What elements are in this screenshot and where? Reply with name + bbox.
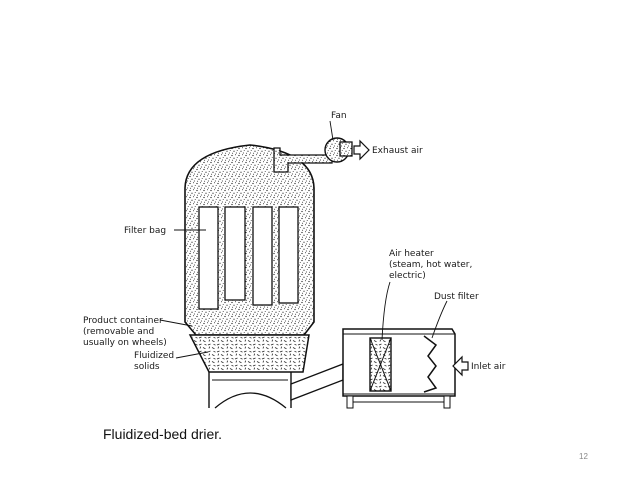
air-heater (369, 337, 392, 392)
base-plenum (208, 372, 292, 409)
exhaust-air-label: Exhaust air (372, 146, 423, 156)
filter-bag-label: Filter bag (124, 226, 166, 236)
filter-bags (198, 206, 299, 310)
exhaust-arrow (353, 139, 370, 161)
air-heater-label: Air heater (389, 249, 434, 259)
figure-caption: Fluidized-bed drier. (103, 426, 223, 442)
exhaust-duct (273, 147, 333, 173)
product-container (188, 334, 310, 373)
page-number: 12 (579, 452, 588, 461)
product-container-label-2: (removable and (83, 327, 154, 337)
fluidized-solids-label-2: solids (134, 362, 160, 372)
air-handling-unit (342, 328, 456, 409)
fan (324, 137, 353, 163)
product-container-label-1: Product container (83, 316, 163, 326)
inlet-arrow (452, 355, 469, 377)
air-heater-detail-1: (steam, hot water, (389, 260, 472, 270)
product-container-label-3: usually on wheels) (83, 338, 167, 348)
leader-lines (159, 120, 448, 359)
air-heater-detail-2: electric) (389, 271, 426, 281)
inlet-air-label: Inlet air (471, 362, 506, 372)
dust-filter-label: Dust filter (434, 292, 479, 302)
fan-label: Fan (331, 111, 347, 121)
dust-filter (423, 335, 438, 393)
fluidized-solids-label-1: Fluidized (134, 351, 174, 361)
